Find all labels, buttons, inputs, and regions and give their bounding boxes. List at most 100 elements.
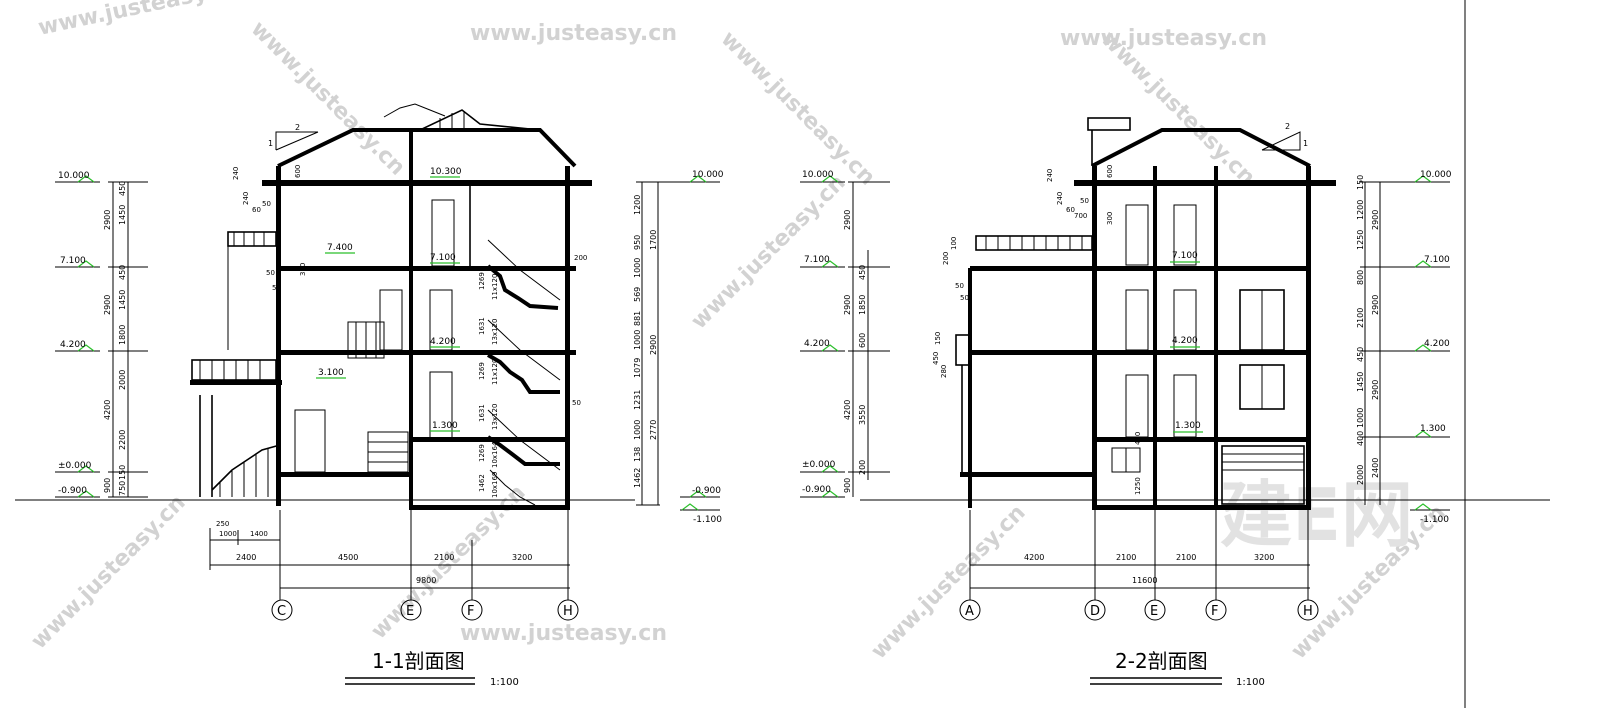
axis-bubble (959, 599, 981, 621)
level-marker: -1.100 (1410, 503, 1450, 525)
svg-text:4200: 4200 (1024, 553, 1044, 562)
svg-text:240: 240 (1056, 192, 1064, 205)
level-marker: 4.200 (1414, 339, 1450, 352)
svg-text:50: 50 (955, 282, 964, 290)
svg-text:240: 240 (242, 192, 250, 205)
level-marker: 7.100 (800, 255, 845, 268)
svg-text:200: 200 (942, 252, 950, 265)
svg-text:1269: 1269 (478, 272, 486, 290)
svg-text:1400: 1400 (250, 530, 268, 538)
svg-text:10x164: 10x164 (491, 441, 499, 468)
svg-text:1200: 1200 (1356, 200, 1365, 220)
wall-axis-a (968, 268, 972, 508)
wall-axis-h (1306, 166, 1311, 510)
wall-axis-c (276, 166, 281, 506)
svg-text:-0.900: -0.900 (802, 485, 831, 495)
svg-text:900: 900 (103, 478, 112, 493)
axis-bubble (400, 599, 422, 621)
left-elevation-markers: 10.000 7.100 4.200 ±0.000 -0.900 (55, 171, 148, 498)
svg-text:50: 50 (266, 269, 275, 277)
svg-text:600: 600 (294, 165, 302, 178)
level-marker: -1.100 (680, 503, 722, 525)
bottom-dims-1: 250 1000 1400 2400 4500 2100 3200 9800 (209, 510, 570, 600)
svg-text:F: F (467, 604, 474, 619)
basement-slab (410, 505, 570, 510)
wall-axis-h (565, 166, 570, 510)
section-2-scale: 1:100 (1236, 677, 1265, 688)
svg-text:1450: 1450 (118, 205, 127, 225)
svg-text:2100: 2100 (1116, 553, 1136, 562)
svg-text:300: 300 (1106, 212, 1114, 225)
floor-slab-3 (970, 266, 1310, 271)
svg-text:1631: 1631 (478, 317, 486, 335)
level-marker: 10.000 (1414, 170, 1452, 183)
svg-text:7.100: 7.100 (804, 255, 830, 265)
svg-text:E: E (1150, 604, 1158, 619)
svg-text:11x120: 11x120 (491, 359, 499, 385)
level-marker: ±0.000 (800, 460, 845, 473)
watermark-site: www.justeasy.cn (687, 170, 851, 334)
svg-text:50: 50 (960, 294, 969, 302)
svg-text:250: 250 (216, 520, 229, 528)
svg-text:1462: 1462 (478, 474, 486, 492)
svg-text:4.200: 4.200 (804, 339, 830, 349)
axis-bubble (557, 599, 579, 621)
svg-text:7.100: 7.100 (430, 253, 456, 263)
svg-text:50: 50 (572, 399, 581, 407)
left-elevation-markers-2: 10.000 7.100 4.200 ±0.000 -0.900 (800, 170, 890, 498)
svg-text:1079: 1079 (633, 358, 642, 378)
svg-text:-0.900: -0.900 (58, 486, 87, 496)
svg-text:10.000: 10.000 (1420, 170, 1452, 180)
svg-text:3.100: 3.100 (318, 368, 344, 378)
svg-text:50: 50 (262, 200, 271, 208)
svg-text:-0.900: -0.900 (692, 486, 721, 496)
svg-text:10.000: 10.000 (802, 170, 834, 180)
balconies-1 (190, 231, 282, 497)
svg-text:2100: 2100 (434, 553, 454, 562)
svg-text:240: 240 (1046, 169, 1054, 182)
section-1-1: 10.000 7.100 4.200 ±0.000 -0.900 (15, 103, 724, 688)
axis-bubble (1084, 599, 1106, 621)
level-marker: 4.200 (55, 340, 100, 352)
svg-text:1: 1 (268, 139, 273, 148)
wall-axis-e (1153, 166, 1157, 510)
svg-text:2900: 2900 (1371, 210, 1380, 230)
svg-text:1000: 1000 (633, 258, 642, 278)
svg-text:3200: 3200 (512, 553, 532, 562)
svg-text:1450: 1450 (1356, 372, 1365, 392)
svg-text:2770: 2770 (649, 420, 658, 440)
svg-text:1800: 1800 (118, 325, 127, 345)
svg-text:1231: 1231 (633, 390, 642, 410)
svg-text:4.200: 4.200 (1172, 336, 1198, 346)
watermark-site: www.justeasy.cn (1060, 26, 1267, 51)
svg-text:60: 60 (1066, 206, 1075, 214)
roof-2: 2 1 (1087, 117, 1311, 168)
svg-text:2: 2 (295, 123, 300, 132)
svg-text:7.100: 7.100 (1424, 255, 1450, 265)
axis-bubble (461, 599, 483, 621)
watermark-site: www.justeasy.cn (367, 480, 531, 644)
svg-text:700: 700 (1074, 212, 1087, 220)
svg-text:2100: 2100 (1356, 308, 1365, 328)
level-marker: -0.900 (55, 486, 100, 498)
svg-text:13x120: 13x120 (491, 319, 499, 345)
svg-text:450: 450 (118, 181, 127, 196)
svg-text:1450: 1450 (118, 290, 127, 310)
level-marker: 1.300 (1414, 424, 1446, 438)
watermark-site: www.justeasy.cn (1096, 27, 1260, 191)
svg-text:450: 450 (1134, 432, 1142, 445)
svg-text:10.000: 10.000 (58, 171, 90, 181)
right-dims-1: 1200 950 1000 569 881 1000 1079 1231 100… (633, 170, 724, 525)
svg-text:4.200: 4.200 (60, 340, 86, 350)
axis-bubbles-1: C E F H (271, 599, 579, 621)
svg-text:1000: 1000 (633, 330, 642, 350)
axis-bubble (1144, 599, 1166, 621)
svg-text:200: 200 (574, 254, 587, 262)
axis-bubble (1205, 599, 1227, 621)
watermark-site: www.justeasy.cn (27, 490, 191, 654)
floor-slab-2 (970, 350, 1310, 355)
svg-text:A: A (965, 604, 974, 619)
svg-text:11600: 11600 (1132, 576, 1157, 585)
roof-slab (262, 180, 592, 186)
